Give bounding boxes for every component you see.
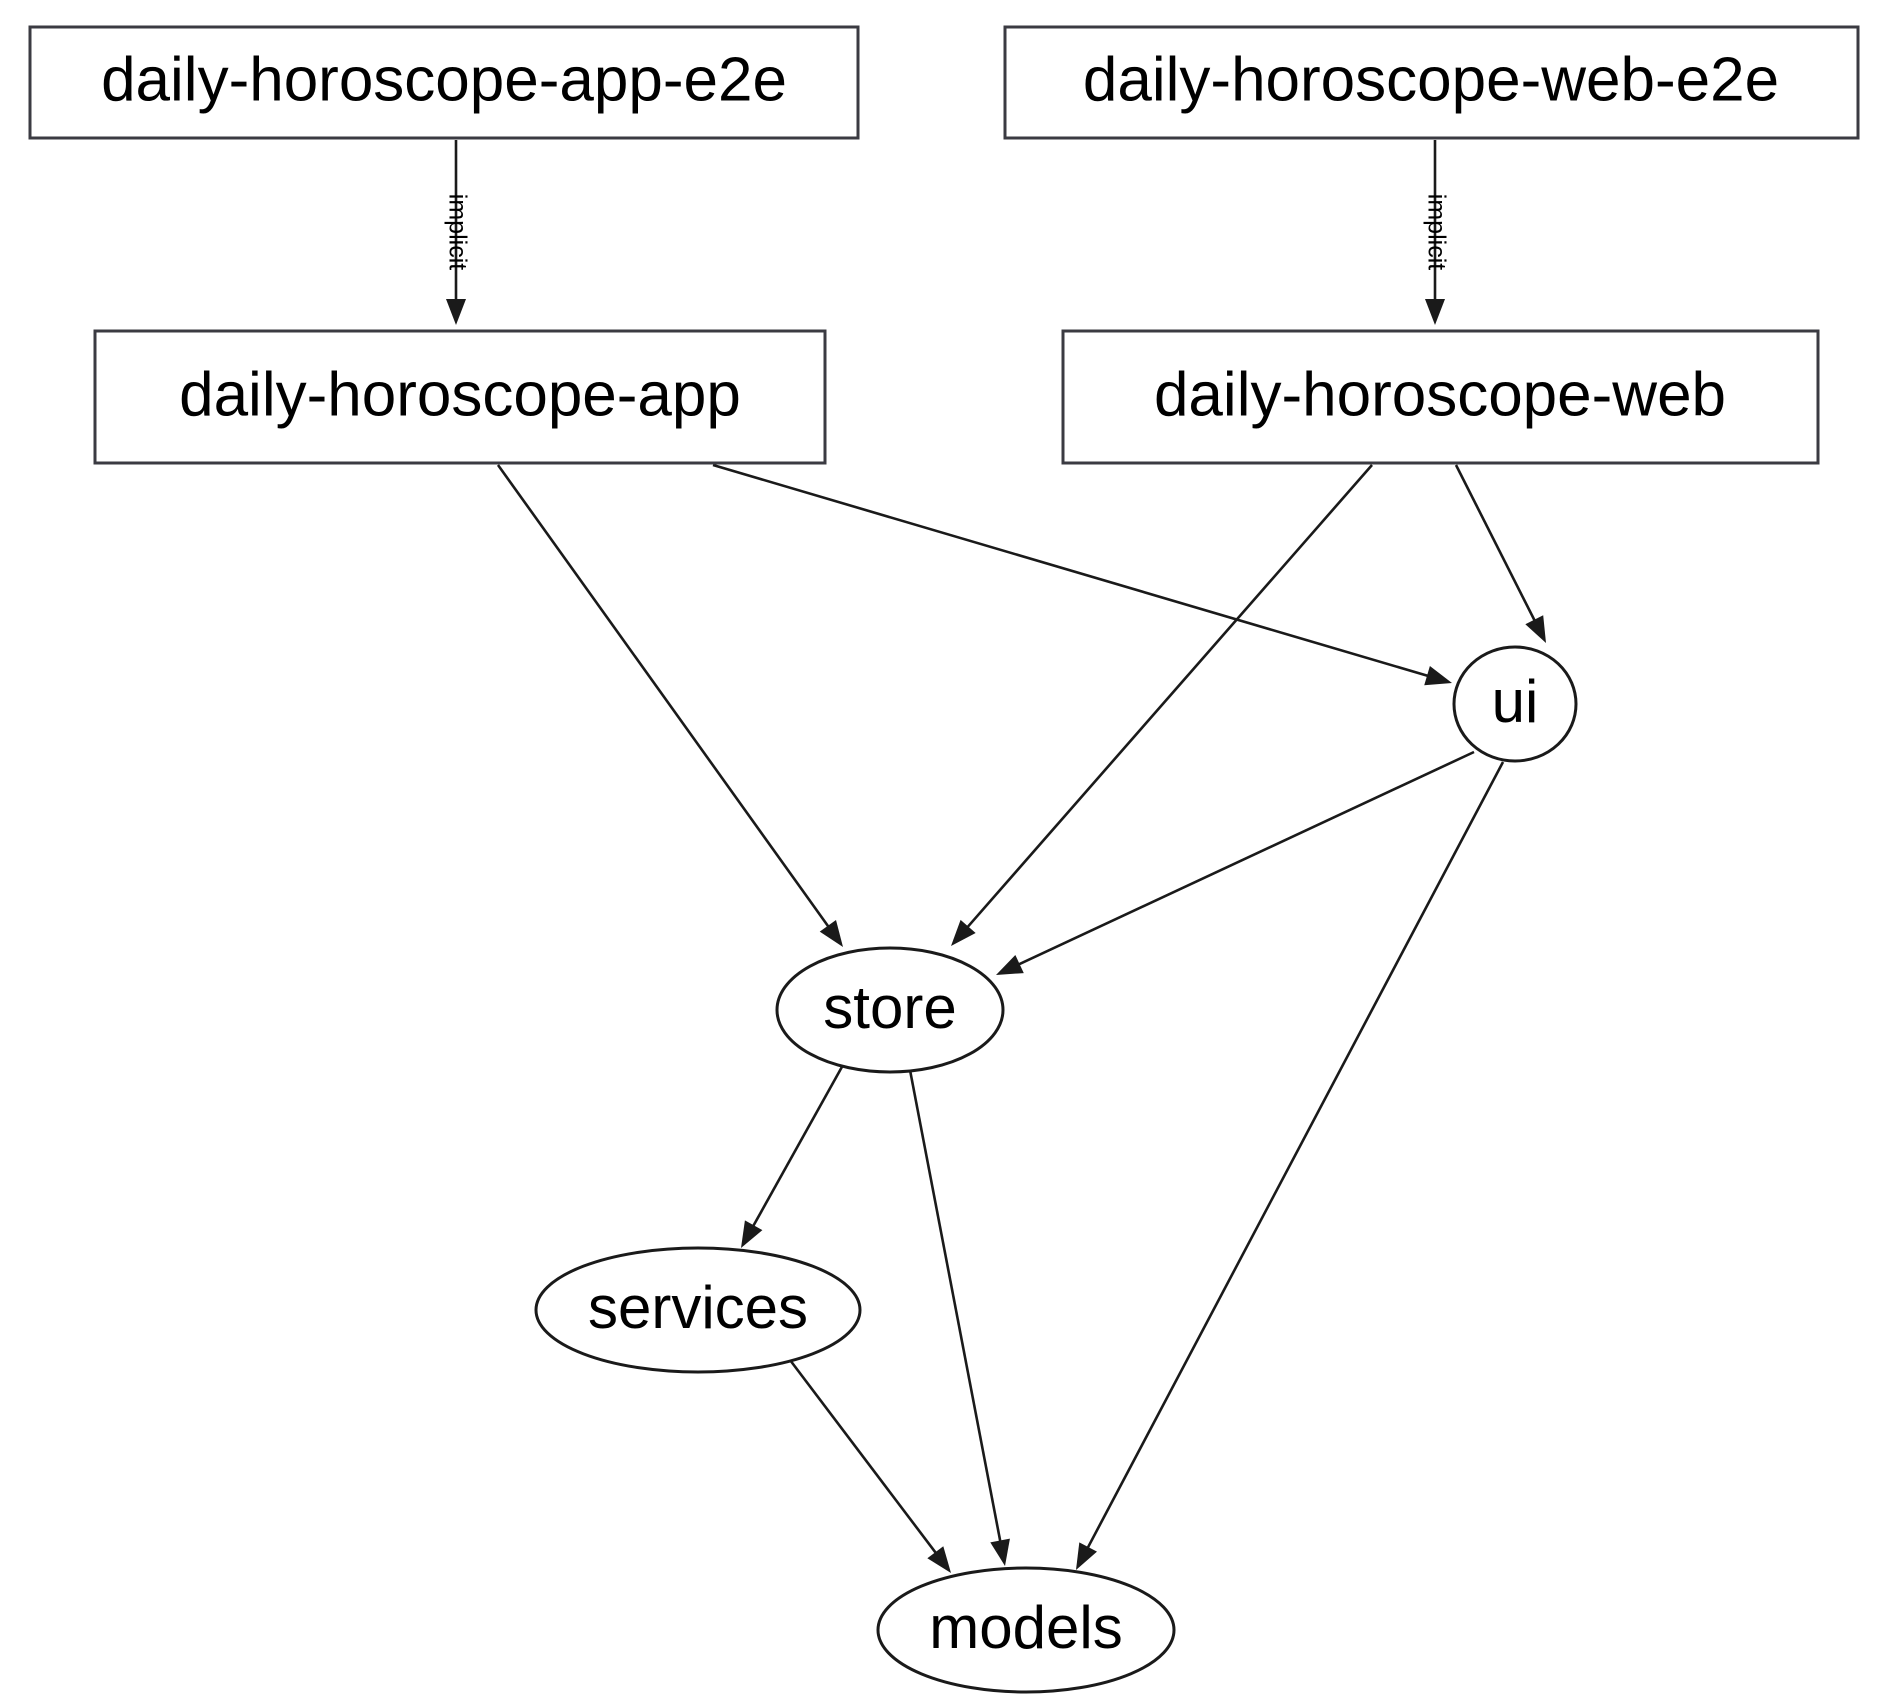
- node-daily-horoscope-web-e2e[interactable]: daily-horoscope-web-e2e: [1003, 25, 1860, 140]
- node-services[interactable]: services: [534, 1246, 862, 1374]
- edge-labels-layer: implicit implicit: [443, 194, 1450, 270]
- arrowhead-icon: [1525, 615, 1546, 643]
- node-store[interactable]: store: [775, 946, 1005, 1074]
- node-label-daily-horoscope-web-e2e: daily-horoscope-web-e2e: [1083, 45, 1779, 114]
- node-ellipse-shape: [775, 946, 1005, 1074]
- edge-label-implicit: implicit: [1422, 194, 1450, 270]
- edge-label-implicit: implicit: [443, 194, 471, 270]
- node-label-daily-horoscope-app-e2e: daily-horoscope-app-e2e: [101, 45, 787, 114]
- node-daily-horoscope-app[interactable]: daily-horoscope-app: [93, 329, 827, 465]
- node-daily-horoscope-web[interactable]: daily-horoscope-web: [1061, 329, 1820, 465]
- arrowhead-icon: [996, 954, 1024, 975]
- edge-store-to-services[interactable]: [741, 1064, 845, 1248]
- arrowhead-icon: [927, 1546, 951, 1573]
- node-ellipse-shape: [534, 1246, 862, 1374]
- arrowhead-icon: [819, 920, 843, 947]
- arrowhead-icon: [990, 1538, 1010, 1566]
- edge-daily-horoscope-app-to-store[interactable]: [496, 464, 843, 947]
- nodes-layer: daily-horoscope-app-e2e daily-horoscope-w…: [28, 25, 1860, 1694]
- edge-line: [1085, 761, 1505, 1552]
- edges-layer: [446, 140, 1546, 1573]
- node-models[interactable]: models: [876, 1566, 1176, 1694]
- node-ellipse-shape: [1452, 645, 1578, 763]
- edge-line: [788, 1359, 939, 1557]
- edge-daily-horoscope-web-to-ui[interactable]: [1454, 464, 1546, 643]
- node-box-shape: [1061, 329, 1820, 465]
- edge-store-to-models[interactable]: [908, 1069, 1010, 1566]
- edge-line: [750, 1064, 845, 1230]
- arrowhead-icon: [951, 919, 976, 946]
- edge-line: [1015, 750, 1475, 967]
- arrowhead-icon: [446, 299, 466, 325]
- edge-daily-horoscope-app-e2e-to-daily-horoscope-app[interactable]: [446, 140, 466, 325]
- edge-daily-horoscope-app-to-ui[interactable]: [712, 463, 1452, 686]
- node-label-models: models: [929, 1594, 1122, 1661]
- node-label-daily-horoscope-web: daily-horoscope-web: [1154, 360, 1726, 429]
- edge-daily-horoscope-web-to-store[interactable]: [951, 464, 1373, 946]
- node-box-shape: [93, 329, 827, 465]
- edge-services-to-models[interactable]: [788, 1359, 951, 1573]
- edge-ui-to-store[interactable]: [996, 750, 1475, 975]
- node-label-daily-horoscope-app: daily-horoscope-app: [179, 360, 741, 429]
- edge-line: [964, 464, 1373, 931]
- arrowhead-icon: [1424, 666, 1452, 686]
- node-ellipse-shape: [876, 1566, 1176, 1694]
- edge-daily-horoscope-web-e2e-to-daily-horoscope-web[interactable]: [1425, 140, 1445, 325]
- arrowhead-icon: [1425, 299, 1445, 325]
- node-box-shape: [28, 25, 860, 140]
- node-box-shape: [1003, 25, 1860, 140]
- node-label-ui: ui: [1492, 668, 1539, 735]
- edge-ui-to-models[interactable]: [1076, 761, 1505, 1570]
- node-label-services: services: [588, 1274, 808, 1341]
- node-label-store: store: [823, 974, 956, 1041]
- arrowhead-icon: [741, 1220, 763, 1248]
- edge-line: [712, 463, 1432, 679]
- edge-line: [908, 1069, 1003, 1545]
- edge-line: [1454, 464, 1538, 624]
- edge-line: [496, 464, 832, 930]
- arrowhead-icon: [1076, 1542, 1097, 1570]
- node-ui[interactable]: ui: [1452, 645, 1578, 763]
- node-daily-horoscope-app-e2e[interactable]: daily-horoscope-app-e2e: [28, 25, 860, 140]
